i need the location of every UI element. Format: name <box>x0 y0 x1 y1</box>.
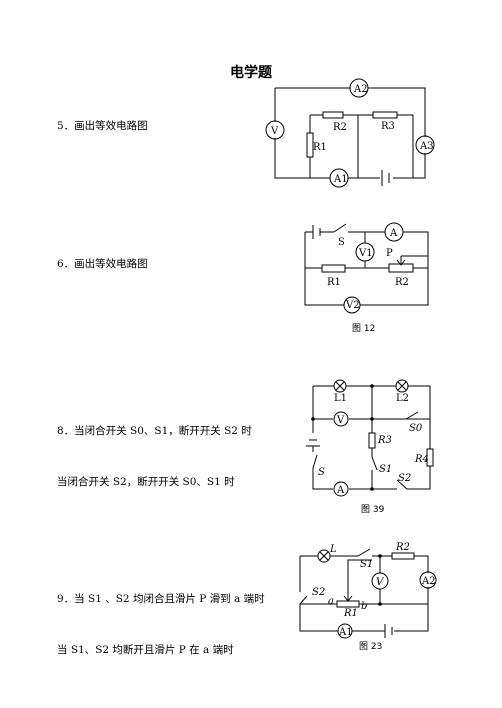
question-8-text: 8．当闭合开关 S0、S1，断开开关 S2 时 当闭合开关 S2，断开开关 S0… <box>57 389 252 508</box>
label-v: V <box>270 126 279 137</box>
lamp-l-symbol <box>317 549 331 563</box>
resistor-r3-symbol <box>372 111 398 119</box>
battery-symbol <box>312 225 321 239</box>
voltmeter-v-symbol <box>333 411 349 427</box>
voltmeter-v-symbol <box>265 120 285 140</box>
rheostat-r2-symbol <box>388 263 414 273</box>
label-b-end: b <box>361 601 367 612</box>
resistor-r2-symbol <box>322 111 344 119</box>
label-s: S <box>338 237 345 248</box>
ammeter-a2-symbol <box>349 78 369 98</box>
battery-symbol <box>306 439 320 447</box>
caption-fig-39: 图 39 <box>361 504 385 515</box>
voltmeter-v2-symbol <box>343 296 361 314</box>
ammeter-a1-symbol <box>329 168 349 188</box>
label-s: S <box>318 467 325 478</box>
question-8-line-1: 8．当闭合开关 S0、S1，断开开关 S2 时 <box>57 425 252 437</box>
question-8-line-2: 当闭合开关 S2，断开开关 S0、S1 时 <box>57 476 235 488</box>
label-a-end: a <box>328 596 334 607</box>
label-p: P <box>386 248 393 259</box>
label-a2: A2 <box>421 576 436 587</box>
label-v2: V2 <box>345 300 360 311</box>
label-l2: L2 <box>396 393 409 404</box>
label-v: V <box>376 577 385 588</box>
resistor-r4-symbol <box>426 448 434 467</box>
circuit-q5: A2 R2 R3 V R1 A3 A1 <box>265 78 435 188</box>
label-r1: R1 <box>343 608 358 619</box>
battery-symbol <box>384 624 393 638</box>
question-6-line-1: 6．画出等效电路图 <box>57 258 148 270</box>
label-l: L <box>329 544 337 555</box>
label-s2: S2 <box>312 587 325 598</box>
resistor-r1-symbol <box>306 132 314 158</box>
label-l1: L1 <box>334 393 347 404</box>
ammeter-a2-symbol <box>419 571 437 589</box>
label-r2: R2 <box>333 122 347 133</box>
label-a: A <box>336 485 345 496</box>
label-r4: R4 <box>414 454 429 465</box>
caption-fig-23: 图 23 <box>359 641 382 652</box>
lamp-l2-symbol <box>395 379 409 393</box>
lamp-l1-symbol <box>333 379 347 393</box>
label-a1: A1 <box>338 627 353 638</box>
page-title: 电学题 <box>230 65 272 81</box>
label-a3: A3 <box>419 141 434 152</box>
label-r3: R3 <box>377 435 392 446</box>
resistor-r2-symbol <box>391 552 415 560</box>
switch-s0-symbol <box>405 411 419 420</box>
resistor-r3-symbol <box>368 432 376 449</box>
switch-s-symbol <box>333 223 347 233</box>
question-6-text: 6．画出等效电路图 <box>57 222 148 290</box>
question-9-line-2: 当 S1、S2 均断开且滑片 P 在 a 端时 <box>57 644 234 656</box>
resistor-r1-symbol <box>321 264 346 273</box>
rheostat-r1-symbol <box>336 600 360 608</box>
slider-p-arrow <box>343 590 353 602</box>
label-s1: S1 <box>379 464 392 475</box>
battery-symbol <box>381 170 390 186</box>
ammeter-a3-symbol <box>415 135 435 155</box>
question-5-line-1: 5．画出等效电路图 <box>57 120 148 132</box>
label-v1: V1 <box>358 248 373 259</box>
label-v: V <box>336 415 345 426</box>
label-a2: A2 <box>353 84 368 95</box>
label-r3: R3 <box>381 121 395 132</box>
label-r2: R2 <box>395 277 409 288</box>
ammeter-a1-symbol <box>337 623 353 639</box>
ammeter-a-symbol <box>333 481 349 497</box>
label-s0: S0 <box>409 423 423 434</box>
circuit-q6: S A V1 P R1 R2 V2 图 12 <box>304 222 429 334</box>
question-9-line-1: 9．当 S1 、S2 均闭合且滑片 P 滑到 a 端时 <box>57 593 265 605</box>
voltmeter-v-symbol <box>371 572 389 590</box>
label-a: A <box>389 228 398 239</box>
ammeter-a-symbol <box>384 222 404 242</box>
label-a1: A1 <box>333 174 348 185</box>
circuit-q8: L1 L2 V S0 R3 R4 S1 S S2 A 图 39 <box>306 379 434 515</box>
label-r1: R1 <box>313 142 327 153</box>
caption-fig-12: 图 12 <box>352 323 375 334</box>
voltmeter-v1-symbol <box>355 242 375 262</box>
slider-p-arrow <box>396 256 406 266</box>
question-9-text: 9．当 S1 、S2 均闭合且滑片 P 滑到 a 端时 当 S1、S2 均断开且… <box>57 557 265 676</box>
label-r2: R2 <box>395 542 410 553</box>
label-r1: R1 <box>327 277 341 288</box>
label-s2: S2 <box>398 473 411 484</box>
circuit-q9: L S1 R2 V A2 S2 a R1 b A1 图 23 <box>299 542 437 652</box>
question-5-text: 5．画出等效电路图 <box>57 84 148 152</box>
label-s1: S1 <box>360 559 373 570</box>
